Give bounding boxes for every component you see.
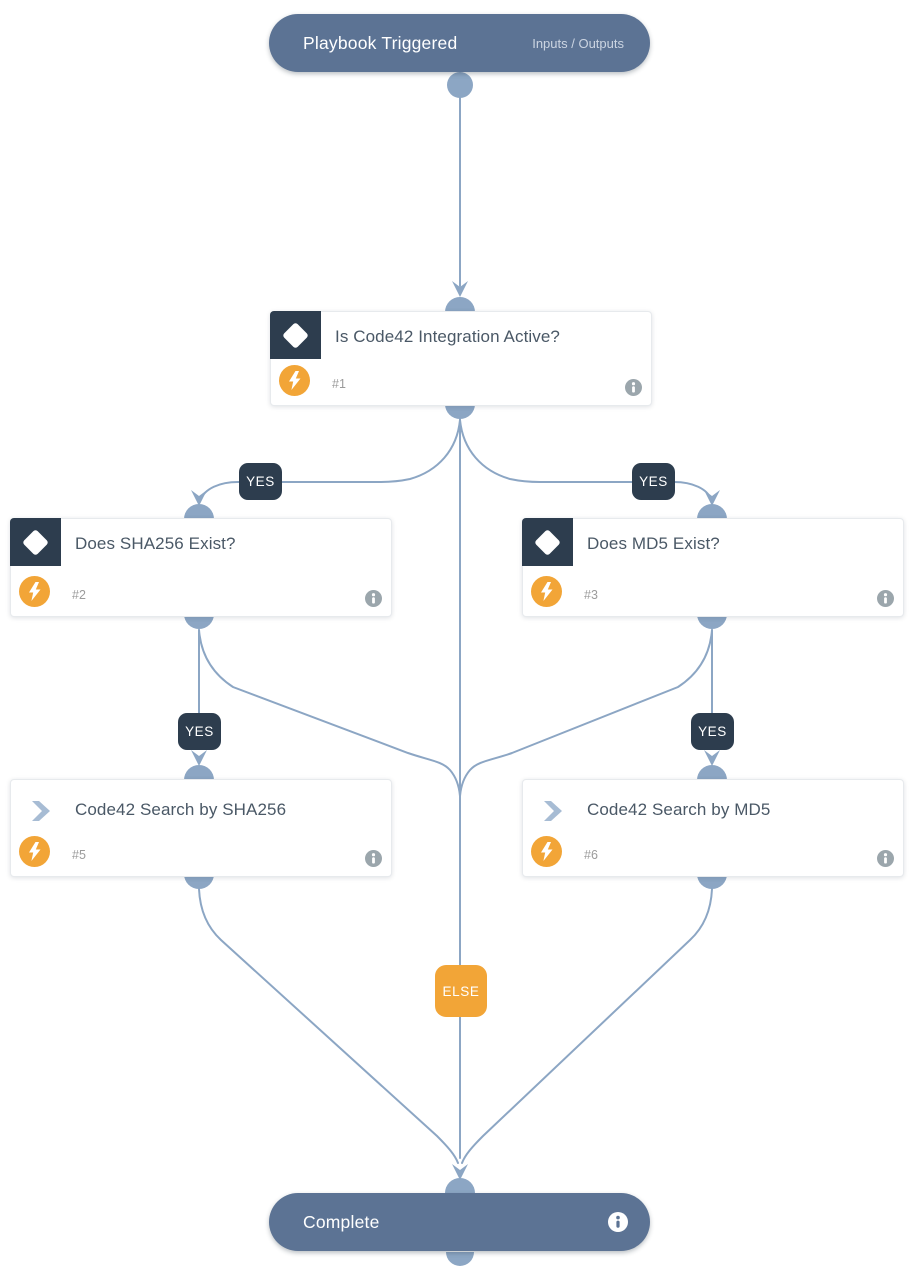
- inputs-outputs-link[interactable]: Inputs / Outputs: [532, 35, 624, 51]
- edge-label-yes-n1-n3: YES: [632, 463, 675, 500]
- info-icon[interactable]: [877, 850, 894, 867]
- task-card-3[interactable]: Does MD5 Exist? #3: [522, 518, 904, 617]
- port-n3-bottom: [697, 614, 727, 629]
- port-n3-top: [697, 504, 727, 519]
- edge-label-yes-n2-n5: YES: [178, 713, 221, 750]
- port-start-bottom: [447, 72, 473, 98]
- port-complete-bottom: [446, 1252, 474, 1266]
- port-n1-top: [445, 297, 475, 312]
- task-title: Does SHA256 Exist?: [75, 534, 236, 553]
- task-number: #5: [72, 848, 86, 862]
- edge-n3-merge: [459, 629, 713, 797]
- port-n5-bottom: [184, 874, 214, 889]
- info-icon[interactable]: [365, 850, 382, 867]
- task-card-2[interactable]: Does SHA256 Exist? #2: [10, 518, 392, 617]
- condition-icon: [270, 311, 321, 359]
- start-node-title: Playbook Triggered: [303, 32, 458, 53]
- complete-node-title: Complete: [303, 1211, 380, 1232]
- edge-n2-merge: [198, 629, 461, 797]
- task-chevron-icon: [544, 801, 562, 821]
- task-chevron-icon: [32, 801, 50, 821]
- port-n5-top: [184, 765, 214, 780]
- automation-bolt-icon: [279, 365, 310, 396]
- task-title: Code42 Search by SHA256: [75, 800, 287, 819]
- complete-node[interactable]: Complete: [269, 1193, 650, 1251]
- condition-icon: [522, 518, 573, 566]
- automation-bolt-icon: [531, 576, 562, 607]
- edge-n1-n3: [459, 419, 712, 500]
- arrow-into-n6: [704, 750, 720, 766]
- task-title: Code42 Search by MD5: [587, 800, 771, 819]
- start-node[interactable]: Playbook Triggered Inputs / Outputs: [269, 14, 650, 72]
- edge-n5-complete: [198, 888, 459, 1164]
- task-card-1[interactable]: Is Code42 Integration Active? #1: [270, 311, 652, 406]
- condition-icon: [10, 518, 61, 566]
- arrow-into-n2: [191, 490, 207, 506]
- task-number: #1: [332, 377, 346, 391]
- automation-bolt-icon: [531, 836, 562, 867]
- info-icon[interactable]: [365, 590, 382, 607]
- arrow-into-complete: [452, 1164, 468, 1180]
- arrow-into-n3: [704, 490, 720, 506]
- task-number: #2: [72, 588, 86, 602]
- task-title: Does MD5 Exist?: [587, 534, 720, 553]
- edge-label-else: ELSE: [435, 965, 487, 1017]
- arrow-into-n1: [452, 281, 468, 297]
- edge-label-yes-n1-n2: YES: [239, 463, 282, 500]
- automation-bolt-icon: [19, 576, 50, 607]
- complete-info-icon[interactable]: [608, 1212, 628, 1232]
- edge-label-yes-n3-n6: YES: [691, 713, 734, 750]
- task-number: #6: [584, 848, 598, 862]
- port-complete-top: [445, 1178, 475, 1193]
- edge-n6-complete: [461, 888, 713, 1164]
- port-n2-top: [184, 504, 214, 519]
- automation-bolt-icon: [19, 836, 50, 867]
- port-n1-bottom: [445, 404, 475, 419]
- task-card-6[interactable]: Code42 Search by MD5 #6: [522, 779, 904, 877]
- port-n6-bottom: [697, 874, 727, 889]
- port-n6-top: [697, 765, 727, 780]
- task-number: #3: [584, 588, 598, 602]
- info-icon[interactable]: [625, 379, 642, 396]
- edge-n1-n2: [200, 419, 461, 500]
- port-n2-bottom: [184, 614, 214, 629]
- task-title: Is Code42 Integration Active?: [335, 327, 560, 346]
- arrow-into-n5: [191, 750, 207, 766]
- info-icon[interactable]: [877, 590, 894, 607]
- task-card-5[interactable]: Code42 Search by SHA256 #5: [10, 779, 392, 877]
